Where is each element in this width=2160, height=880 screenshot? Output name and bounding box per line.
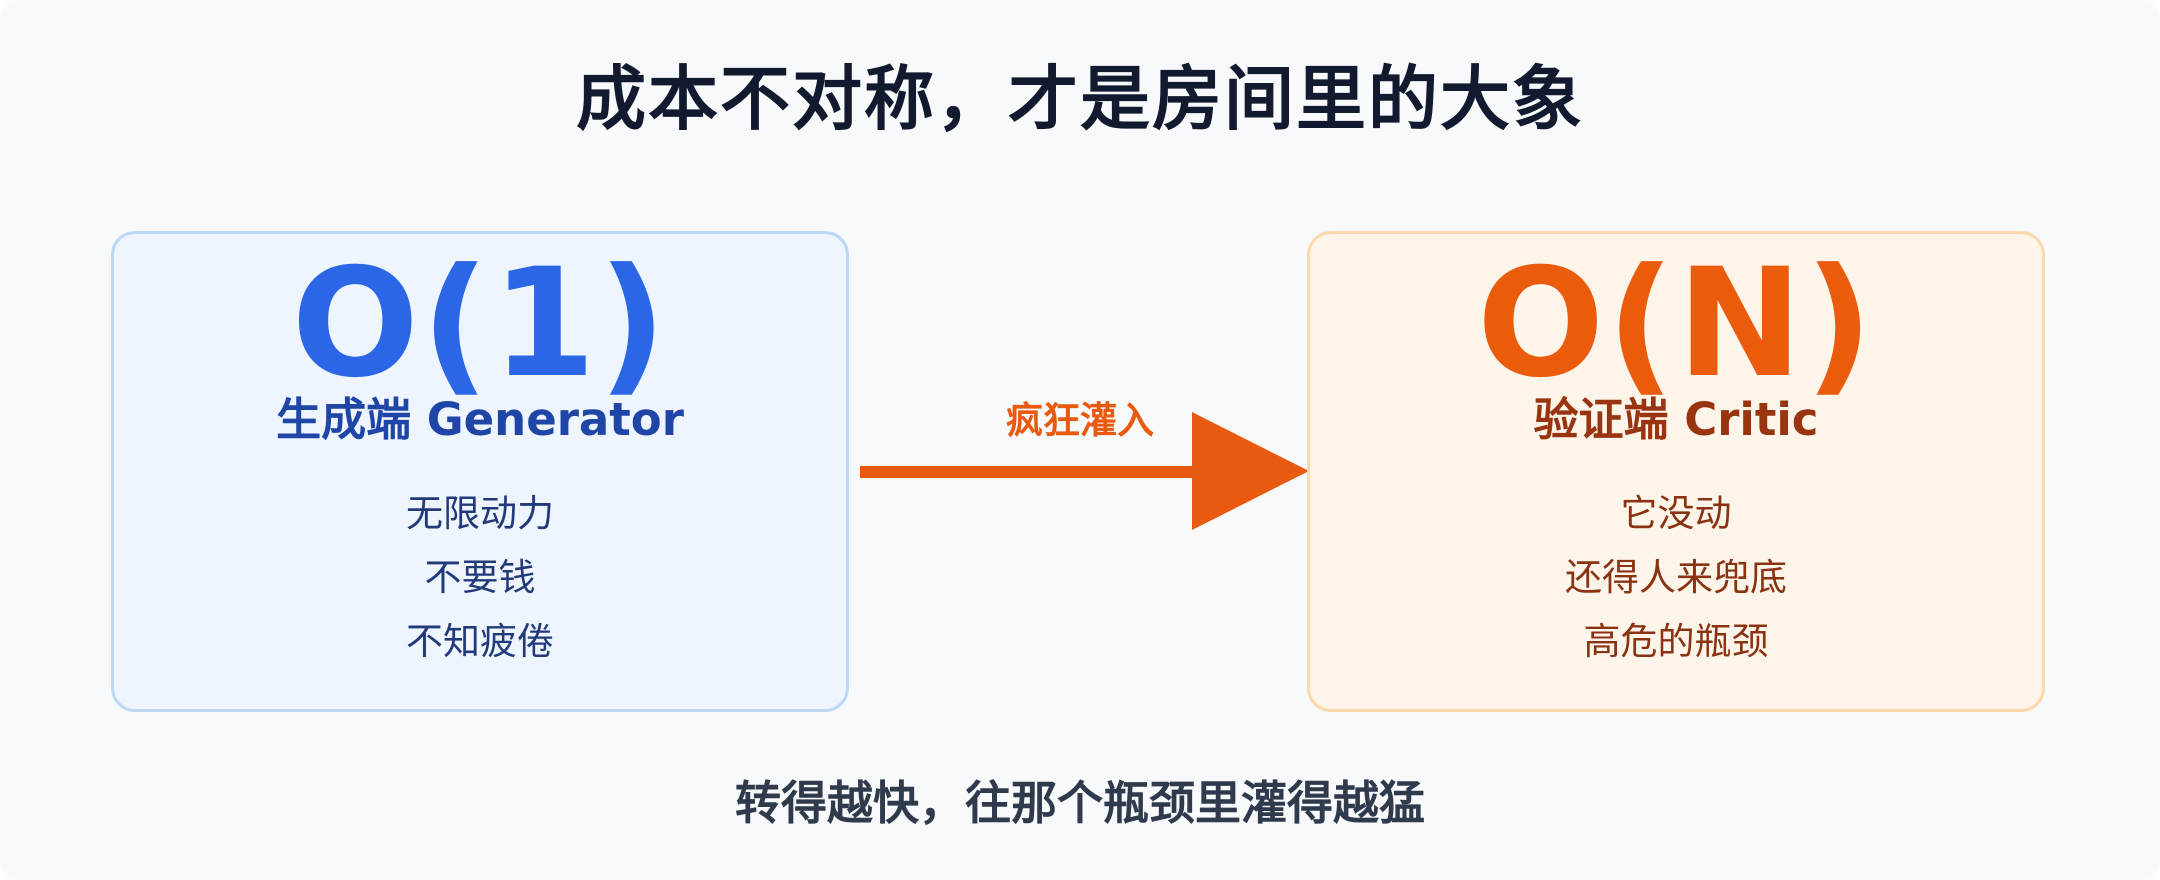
critic-line: 还得人来兜底 [1565, 556, 1787, 599]
arrow-head [1192, 412, 1309, 530]
generator-line: 不要钱 [424, 556, 536, 599]
footer-caption: 转得越快，往那个瓶颈里灌得越猛 [735, 776, 1425, 830]
generator-card: O(1) 生成端 Generator 无限动力 不要钱 不知疲倦 [111, 231, 849, 712]
arrow-label: 疯狂灌入 [1006, 399, 1154, 442]
generator-line: 无限动力 [406, 492, 554, 535]
generator-complexity: O(1) [291, 237, 669, 411]
generator-line: 不知疲倦 [406, 620, 554, 663]
arrow-shaft [860, 466, 1196, 478]
critic-label: 验证端 Critic [1533, 393, 1819, 446]
critic-line: 高危的瓶颈 [1583, 620, 1769, 663]
generator-label: 生成端 Generator [276, 393, 684, 446]
critic-line: 它没动 [1620, 492, 1732, 535]
generator-lines: 无限动力 不要钱 不知疲倦 [114, 482, 846, 674]
critic-lines: 它没动 还得人来兜底 高危的瓶颈 [1310, 482, 2042, 674]
page-title: 成本不对称，才是房间里的大象 [576, 58, 1584, 140]
critic-card: O(N) 验证端 Critic 它没动 还得人来兜底 高危的瓶颈 [1307, 231, 2045, 712]
critic-complexity: O(N) [1476, 237, 1876, 411]
